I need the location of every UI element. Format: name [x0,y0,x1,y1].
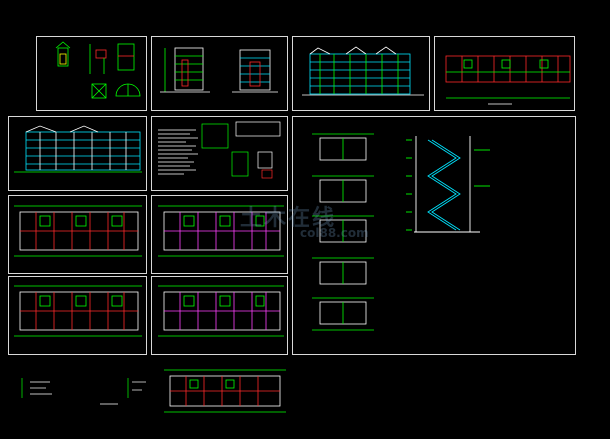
sheet-notes[interactable] [151,116,288,191]
watermark-domain: col88.com [300,226,369,240]
sheet-side-elevation[interactable] [8,116,147,191]
sheet-sections[interactable] [151,36,288,111]
building-sections [160,47,278,93]
basement-plan [164,369,286,413]
stair-section [406,136,490,233]
roof-plan [445,55,571,105]
floor-plans [14,205,284,337]
sheet-roof-plan[interactable] [434,36,575,111]
legend-table [21,378,146,405]
sheet-stair-details[interactable] [292,116,576,355]
stair-plans [312,133,374,331]
sheet-floor-plan-4[interactable] [151,276,288,355]
front-elevation [302,46,424,96]
sheet-floor-plan-1[interactable] [8,195,147,274]
design-notes [158,121,281,179]
detail-drawings [55,41,141,99]
sheet-floor-plan-2[interactable] [151,195,288,274]
side-elevation [14,125,142,173]
sheet-details[interactable] [36,36,147,111]
sheet-floor-plan-3[interactable] [8,276,147,355]
sheet-front-elevation[interactable] [292,36,430,111]
watermark-logo: 土木在线 [240,206,337,231]
